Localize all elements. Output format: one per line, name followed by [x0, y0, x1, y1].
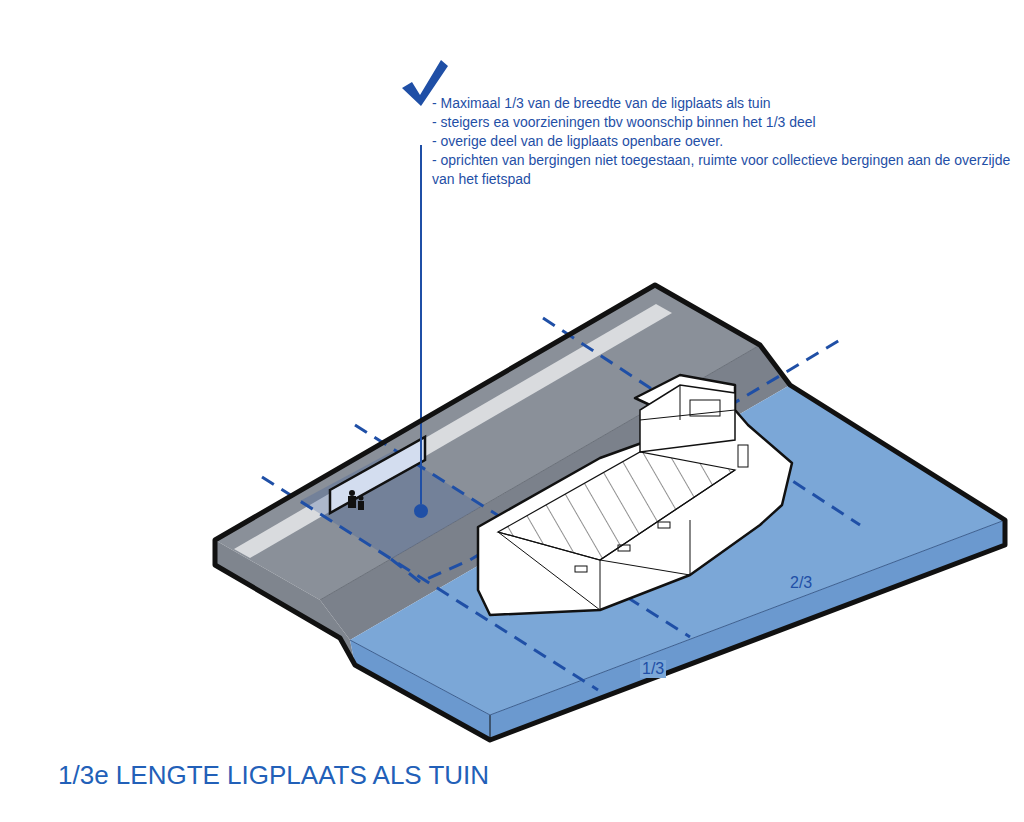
- dimension-label: 1/3: [640, 660, 666, 678]
- leader-line: [420, 145, 422, 504]
- outline: [215, 285, 1005, 740]
- leader-dot: [414, 504, 428, 518]
- note-text: - steigers ea voorzieningen tbv woonschi…: [432, 113, 1017, 132]
- note-text: - oprichten van bergingen niet toegestaa…: [432, 151, 1017, 189]
- quay-face: [215, 540, 355, 665]
- dimension-label: 2/3: [788, 574, 814, 592]
- note-text: - Maximaal 1/3 van de breedte van de lig…: [432, 94, 1017, 113]
- houseboat: [478, 375, 792, 615]
- water-face: [350, 640, 490, 740]
- note-text: - overige deel van de ligplaats openbare…: [432, 132, 1017, 151]
- diagram-title: 1/3e LENGTE LIGPLAATS ALS TUIN: [58, 760, 489, 790]
- people: [348, 490, 364, 510]
